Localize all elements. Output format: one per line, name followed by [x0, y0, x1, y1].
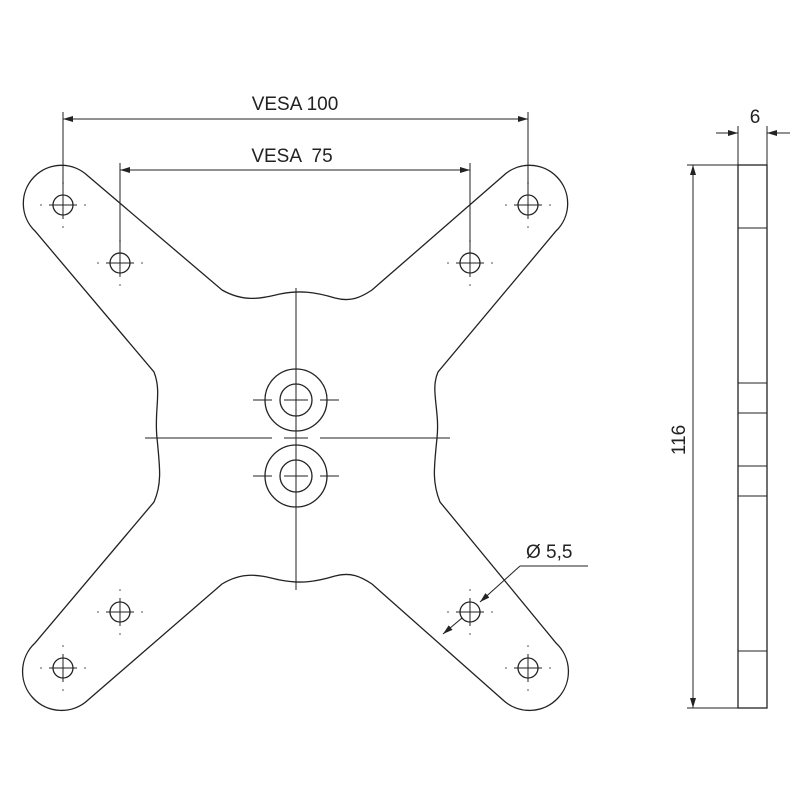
height-label: 116: [669, 425, 690, 455]
vesa-75-label: VESA 75: [251, 146, 332, 167]
thickness-label: 6: [750, 107, 761, 128]
mounting-holes: [40, 182, 551, 691]
thickness-dimension: 6: [716, 107, 790, 165]
mounting-hole: [97, 589, 143, 635]
mounting-hole: [40, 645, 86, 691]
plate-outline: [21, 164, 570, 712]
mounting-hole: [447, 589, 493, 635]
vesa-75-dimension: VESA 75: [119, 146, 471, 250]
center-hole-upper: [253, 368, 339, 432]
mounting-hole: [505, 182, 551, 228]
vesa-100-dimension: VESA 100: [62, 94, 529, 192]
hole-diameter-leader: Ø 5,5: [442, 542, 588, 635]
mounting-hole: [97, 240, 143, 286]
center-lines: [145, 288, 450, 590]
center-hole-lower: [253, 444, 339, 508]
height-dimension: 116: [669, 164, 738, 709]
mounting-hole: [505, 645, 551, 691]
side-view: [737, 164, 768, 709]
hole-diameter-label: Ø 5,5: [526, 542, 572, 563]
vesa-100-label: VESA 100: [252, 94, 339, 115]
